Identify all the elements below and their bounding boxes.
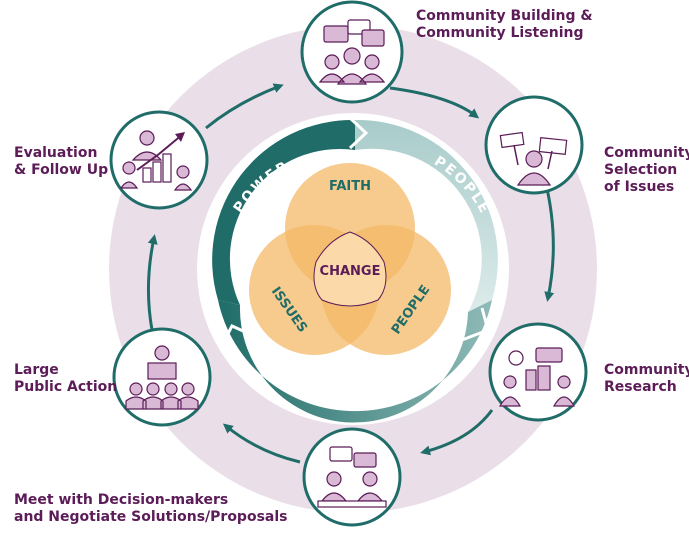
research-buildings-icon bbox=[498, 347, 576, 407]
ring-segment-power bbox=[212, 119, 355, 305]
cycle-arrow bbox=[420, 409, 494, 456]
step-circle-negotiate bbox=[302, 427, 402, 527]
cycle-arrow bbox=[543, 179, 555, 302]
cycle-arrow bbox=[205, 83, 284, 130]
cycle-arrow bbox=[146, 234, 158, 331]
step-circle-research bbox=[488, 322, 588, 422]
cycle-arrow bbox=[389, 86, 480, 119]
inner-ring bbox=[212, 116, 498, 423]
venn-diagram bbox=[249, 163, 451, 355]
step-label-selection-of-issues: Community Selection of Issues bbox=[604, 145, 689, 195]
vote-signs-icon bbox=[499, 131, 568, 186]
step-label-public-action: Large Public Action bbox=[14, 362, 118, 395]
ring-notch bbox=[348, 116, 369, 150]
ring-notch bbox=[461, 307, 490, 342]
step-label-evaluation: Evaluation & Follow Up bbox=[14, 145, 109, 178]
cycle-arrows bbox=[146, 83, 555, 464]
meeting-table-icon bbox=[317, 446, 387, 508]
step-label-negotiate: Meet with Decision-makers and Negotiate … bbox=[14, 492, 288, 525]
growth-chart-icon bbox=[119, 130, 193, 191]
step-label-research: Community Research bbox=[604, 362, 689, 395]
speech-bubbles-group-icon bbox=[318, 19, 386, 85]
venn-center-change bbox=[313, 231, 387, 307]
ring-segment-people bbox=[355, 119, 498, 312]
step-circle-evaluation bbox=[109, 110, 209, 210]
step-circle-public-action bbox=[112, 327, 212, 427]
cycle-arrow bbox=[222, 423, 301, 464]
ring-notch bbox=[220, 324, 253, 346]
venn-label-faith: FAITH bbox=[329, 179, 371, 194]
step-circle-selection-of-issues bbox=[484, 95, 584, 195]
step-label-community-building: Community Building & Community Listening bbox=[416, 8, 593, 41]
podium-crowd-icon bbox=[125, 345, 199, 410]
step-circle-community-building bbox=[300, 0, 404, 104]
venn-label-change: CHANGE bbox=[320, 264, 381, 279]
